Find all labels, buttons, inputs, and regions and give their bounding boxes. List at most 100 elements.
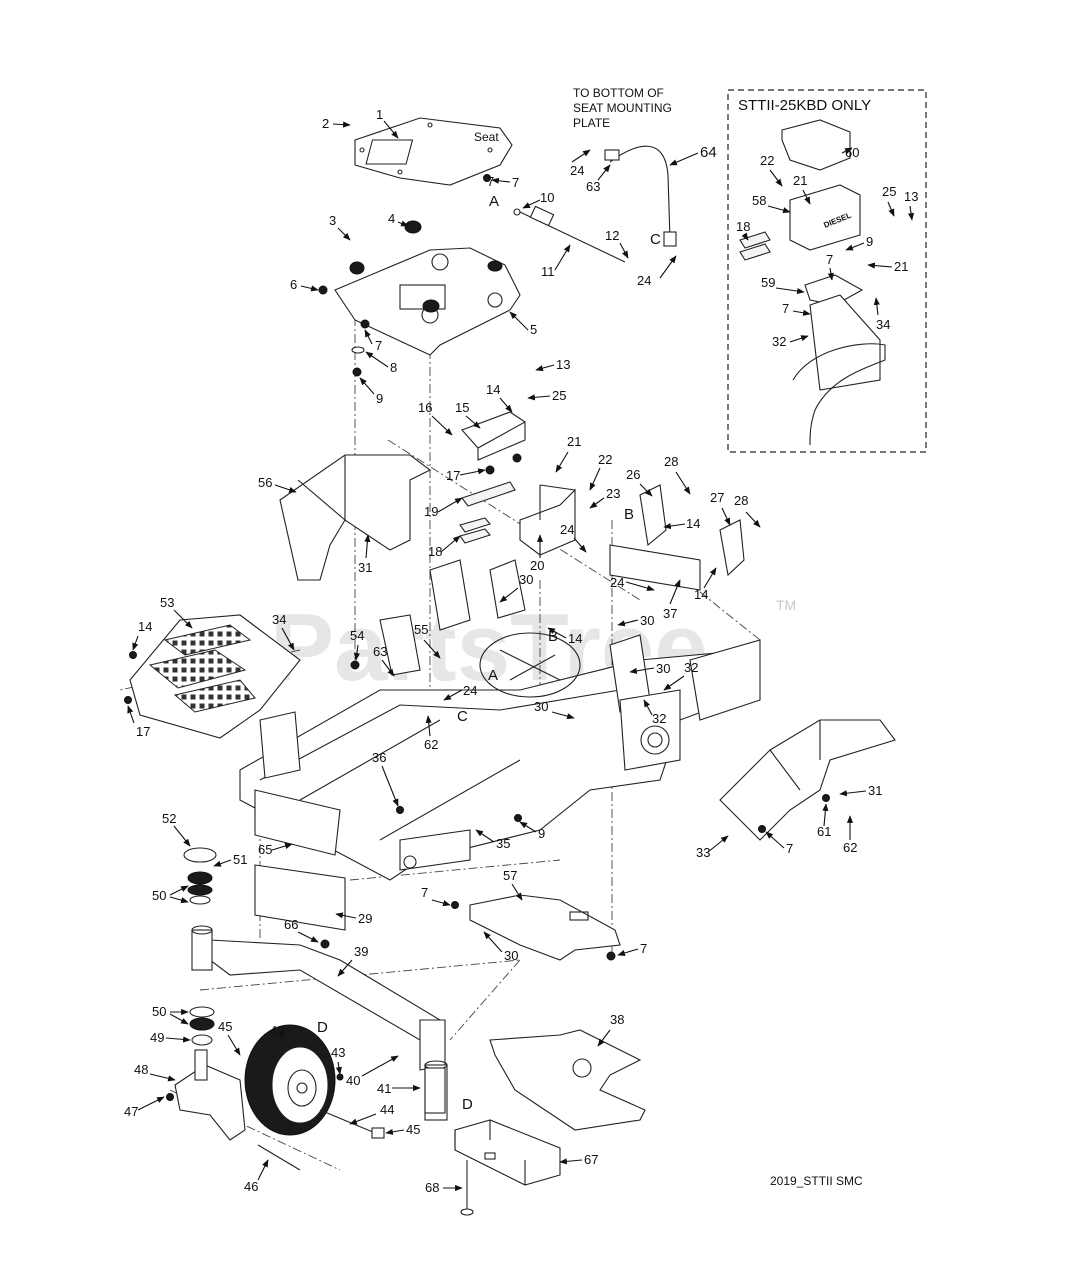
callout-30d: 30 <box>534 699 548 714</box>
callout-13a: 13 <box>556 357 570 372</box>
callout-3: 3 <box>329 213 336 228</box>
callout-15: 15 <box>455 400 469 415</box>
main-frame <box>239 559 761 881</box>
shield-plate <box>254 789 341 856</box>
callout-31a: 31 <box>358 560 372 575</box>
callout-2: 2 <box>322 116 329 131</box>
bracket-20 <box>519 484 576 556</box>
callout-14b: 14 <box>686 516 700 531</box>
callout-23: 23 <box>606 486 620 501</box>
callout-33: 33 <box>696 845 710 860</box>
bracket-26 <box>639 484 667 547</box>
callout-24b: 24 <box>637 273 651 288</box>
callout-9c: 9 <box>866 234 873 249</box>
callout-8: 8 <box>390 360 397 375</box>
to-bottom-line-1: TO BOTTOM OF <box>573 86 664 100</box>
callout-16: 16 <box>418 400 432 415</box>
callout-1: 1 <box>376 107 383 122</box>
callout-58: 58 <box>752 193 766 208</box>
callout-60: 60 <box>845 145 859 160</box>
callout-6: 6 <box>290 277 297 292</box>
pads <box>459 481 516 544</box>
callout-18a: 18 <box>428 544 442 559</box>
callout-53: 53 <box>160 595 174 610</box>
callout-21: 21 <box>567 434 581 449</box>
callout-36: 36 <box>372 750 386 765</box>
ref-letter-d-fork: D <box>317 1019 328 1036</box>
kit-cover-60 <box>781 119 851 171</box>
bracket-37 <box>609 544 701 591</box>
callout-14a: 14 <box>486 382 500 397</box>
to-bottom-line-2: SEAT MOUNTING <box>573 101 672 115</box>
callout-50a: 50 <box>152 888 166 903</box>
foot-plate <box>129 614 301 739</box>
ref-letter-b-top: B <box>624 506 634 523</box>
ref-letter-b-frame: B <box>548 628 558 645</box>
callout-68: 68 <box>425 1180 439 1195</box>
drawing-id: 2019_STTII SMC <box>770 1174 863 1188</box>
callout-21b: 21 <box>793 173 807 188</box>
bearings-lower <box>189 1006 215 1046</box>
callout-13b: 13 <box>904 189 918 204</box>
callout-5: 5 <box>530 322 537 337</box>
callout-7d: 7 <box>421 885 428 900</box>
callout-63b: 63 <box>373 644 387 659</box>
bearings-upper <box>183 847 217 905</box>
ref-letter-d-plate: D <box>462 1096 473 1113</box>
callout-59: 59 <box>761 275 775 290</box>
callout-62b: 62 <box>843 840 857 855</box>
callout-14c: 14 <box>694 587 708 602</box>
battery-bracket <box>461 411 527 475</box>
callout-55: 55 <box>414 622 428 637</box>
bracket-27 <box>719 519 745 577</box>
callout-7c: 7 <box>375 338 382 353</box>
callout-25b: 25 <box>882 184 896 199</box>
callout-32b: 32 <box>652 711 666 726</box>
callout-19: 19 <box>424 504 438 519</box>
callout-32a: 32 <box>684 660 698 675</box>
caster-wheel <box>244 1024 336 1136</box>
callout-20: 20 <box>530 558 544 573</box>
callout-48: 48 <box>134 1062 148 1077</box>
callout-30a: 30 <box>519 572 533 587</box>
callout-7h: 7 <box>782 301 789 316</box>
callout-17a: 17 <box>446 468 460 483</box>
callout-40: 40 <box>346 1073 360 1088</box>
callout-64: 64 <box>700 144 717 161</box>
callout-52: 52 <box>162 811 176 826</box>
callout-34a: 34 <box>272 612 286 627</box>
callout-43: 43 <box>331 1045 345 1060</box>
callout-38: 38 <box>610 1012 624 1027</box>
callout-67: 67 <box>584 1152 598 1167</box>
ref-letter-a-frame: A <box>488 667 498 684</box>
callout-39: 39 <box>354 944 368 959</box>
callout-7f: 7 <box>786 841 793 856</box>
callout-46: 46 <box>244 1179 258 1194</box>
bolt-68 <box>460 1160 474 1216</box>
callout-27: 27 <box>710 490 724 505</box>
kit-frame-section <box>792 343 886 446</box>
callout-28a: 28 <box>664 454 678 469</box>
callout-29: 29 <box>358 911 372 926</box>
callout-41: 41 <box>377 1081 391 1096</box>
callouts: 1 2 7 7 10 3 4 6 5 7 8 9 24 63 64 12 11 … <box>124 107 918 1195</box>
callout-30c: 30 <box>656 661 670 676</box>
callout-31b: 31 <box>868 783 882 798</box>
callout-18b: 18 <box>736 219 750 234</box>
callout-47: 47 <box>124 1104 138 1119</box>
callout-32c: 32 <box>772 334 786 349</box>
callout-65: 65 <box>258 842 272 857</box>
callout-22a: 22 <box>598 452 612 467</box>
ref-letter-c-frame: C <box>457 708 468 725</box>
callout-25a: 25 <box>552 388 566 403</box>
callout-63a: 63 <box>586 179 600 194</box>
fasteners <box>124 174 830 1101</box>
callout-45a: 45 <box>218 1019 232 1034</box>
callout-17b: 17 <box>136 724 150 739</box>
callout-24e: 24 <box>463 683 477 698</box>
ref-letter-a-top: A <box>489 193 499 210</box>
spacer-41 <box>424 1067 446 1114</box>
ref-letter-c-top: C <box>650 231 661 248</box>
seat-cable <box>604 145 677 247</box>
callout-42: 42 <box>270 1023 284 1038</box>
